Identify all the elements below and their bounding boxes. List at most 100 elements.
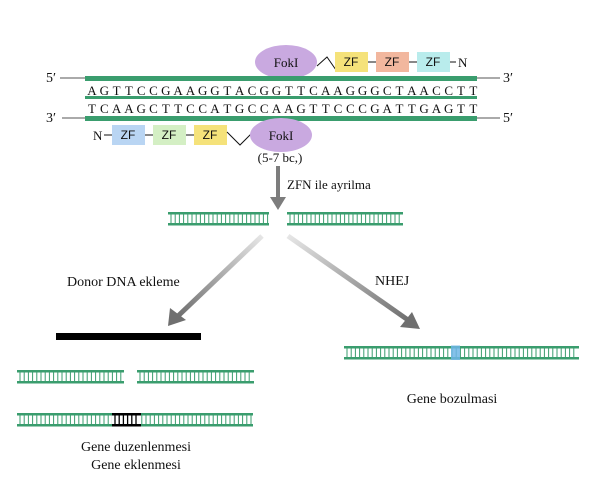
top-n-terminus: N [458,55,468,70]
dna-bottom-strand-base: T [88,101,96,116]
dna-top-strand-base: G [161,83,170,98]
cleaved-dna-left-fragment-bottom-strand [168,223,269,226]
dna-bottom-strand-base: G [235,101,244,116]
top-zf-domain-2 [376,52,409,72]
spacer-length-label: (5-7 bc,) [258,150,303,165]
dna-bottom-strand-base: G [370,101,379,116]
dna-top-strand-base: A [419,83,429,98]
bottom-zf-label-1: ZF [121,128,136,142]
dna-bottom-5prime-label: 5′ [503,111,513,126]
hdr-left-fragment-top-strand [17,370,124,373]
dna-top-strand-base: C [444,83,453,98]
cleaved-dna-left-fragment-top-strand [168,212,269,215]
top-zf-domain-3 [417,52,450,72]
dna-bottom-strand-base: A [284,101,294,116]
dna-bottom-strand-base: C [149,101,158,116]
dna-top-strand-base: G [346,83,355,98]
dna-bottom-strand-base: A [383,101,393,116]
nhej-step-label: NHEJ [375,274,410,289]
gene-editing-label: Gene duzenlenmesi [81,440,191,455]
bottom-zf-array: ZF ZF ZF [112,125,227,145]
dna-top-strand-base: G [100,83,109,98]
dna-top-strand-base: T [457,83,465,98]
top-zf-label-3: ZF [426,55,441,69]
bottom-zf-domain-2 [153,125,186,145]
dna-bottom-strand-base: C [346,101,355,116]
dna-top-strand-base: C [309,83,318,98]
dna-top-backbone [85,76,477,81]
dna-top-strand-base: A [333,83,343,98]
dna-middle-bar [85,96,477,99]
dna-bottom-strand-base: C [100,101,109,116]
dna-top-strand-base: T [125,83,133,98]
dna-bottom-strand-base: A [210,101,220,116]
hdr-arrow [168,234,264,326]
hdr-right-fragment [137,370,254,384]
dna-top-strand-base: T [297,83,305,98]
dna-top-strand-base: T [285,83,293,98]
dna-bottom-strand-base: T [469,101,477,116]
top-zf-array: ZF ZF ZF [335,52,456,72]
dna-bottom-strand-base: T [408,101,416,116]
dna-bottom-strand-base: T [162,101,170,116]
cleaved-dna-left-fragment [168,212,269,226]
hdr-right-fragment-bottom-strand [137,381,254,384]
dna-top-strand-base: G [370,83,379,98]
dna-bottom-strand-base: C [186,101,195,116]
dna-bottom-strand-base: A [272,101,282,116]
donor-dna-bar [56,333,201,340]
bottom-linker [226,131,253,146]
dna-top-strand-base: A [407,83,417,98]
dna-top-strand-base: A [235,83,245,98]
edited-dna [17,412,253,428]
bottom-zf-label-2: ZF [162,128,177,142]
dna-top-strand-base: C [248,83,257,98]
dna-bottom-strand-base: G [296,101,305,116]
cleavage-step-label: ZFN ile ayrilma [287,177,371,192]
dna-bottom-strand-base: C [260,101,269,116]
dna-bottom-strand-base: T [309,101,317,116]
dna-top-strand-base: C [149,83,158,98]
bottom-n-terminus: N [93,128,103,143]
dna-top-strand-base: A [321,83,331,98]
bottom-zf-domain-3 [194,125,227,145]
top-fokl-label: FokI [274,55,299,70]
dna-bottom-strand-base: T [223,101,231,116]
cleaved-dna-right-fragment-bottom-strand [287,223,403,226]
nhej-repaired-dna [344,345,579,360]
edited-dna-insert-bottom [112,424,141,427]
dna-bottom-strand-base: T [396,101,404,116]
cleaved-dna-right-fragment-top-strand [287,212,403,215]
dna-bottom-strand-base: C [358,101,367,116]
dna-top-strand-base: G [198,83,207,98]
dna-bottom-strand-base: G [137,101,146,116]
dna-bottom-strand-base: C [248,101,257,116]
dna-bottom-strand-base: C [198,101,207,116]
nhej-repaired-dna-indel-mark [451,345,460,360]
dna-bottom-strand-base: T [174,101,182,116]
dna-top-5prime-label: 5′ [46,71,56,86]
gene-insertion-label: Gene eklenmesi [91,458,181,473]
dna-top-strand-base: C [383,83,392,98]
cleaved-dna-right-fragment [287,212,403,226]
edited-dna-insert-top [112,413,141,416]
dna-top-strand-base: T [396,83,404,98]
dna-top-strand-base: G [272,83,281,98]
nhej-dna-product [344,345,579,360]
dna-top-strand-base: G [260,83,269,98]
dna-bottom-strand-base: G [444,101,453,116]
dna-top-strand-base: C [137,83,146,98]
dna-bottom-strand-base: G [419,101,428,116]
nhej-arrow [286,233,420,329]
dna-bottom-3prime-label: 3′ [46,111,56,126]
top-zf-label-1: ZF [344,55,359,69]
dna-top-strand-base: A [186,83,196,98]
top-zf-domain-1 [335,52,368,72]
hdr-right-fragment-top-strand [137,370,254,373]
bottom-zf-label-3: ZF [203,128,218,142]
bottom-fokl-domain [250,118,312,152]
